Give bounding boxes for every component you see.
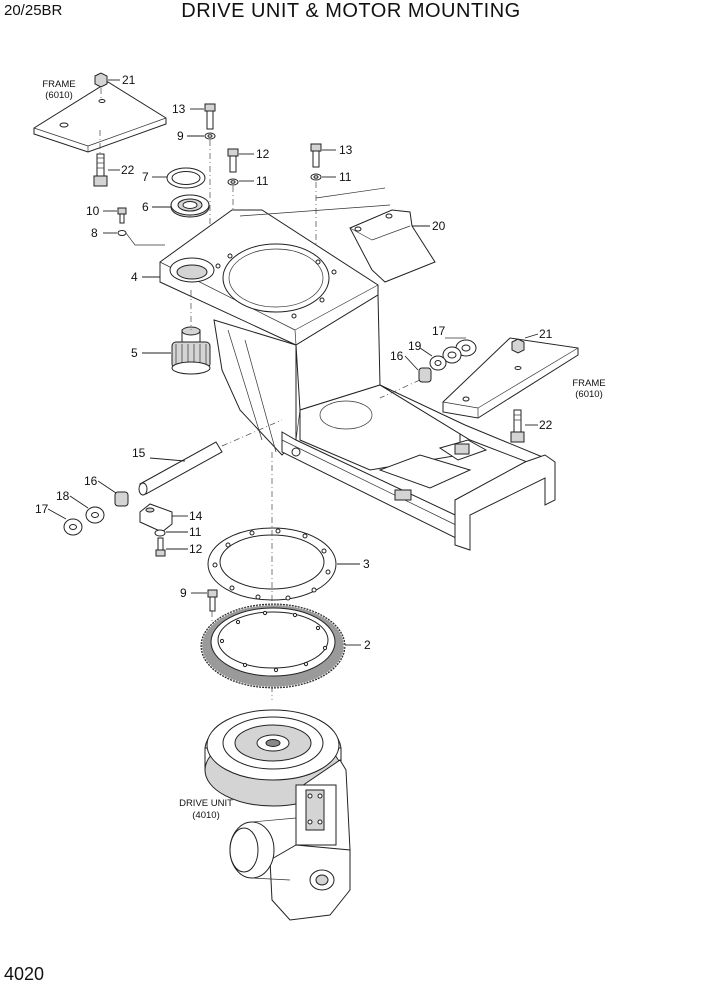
bolt-9-lower <box>191 589 218 612</box>
frame-bracket-left <box>33 81 167 153</box>
note-drive-unit: DRIVE UNIT <box>179 798 233 809</box>
washer-9-top <box>187 132 216 140</box>
washer-11-top <box>227 178 254 186</box>
washer-17-right <box>455 339 477 357</box>
nut-21-right <box>511 333 539 354</box>
bolt-22-left <box>93 153 120 187</box>
callout-3: 3 <box>363 557 370 571</box>
callout-13-top: 13 <box>172 102 186 116</box>
bolt-10 <box>103 207 127 224</box>
callout-22-left: 22 <box>121 163 135 177</box>
callout-8: 8 <box>91 226 98 240</box>
callout-22-right: 22 <box>539 418 553 432</box>
model-code: 20/25BR <box>4 2 63 19</box>
callout-13-right: 13 <box>339 143 353 157</box>
callout-21-right: 21 <box>539 327 553 341</box>
nut-21-left <box>94 72 120 88</box>
callout-9-lower: 9 <box>180 586 187 600</box>
clamp-14 <box>139 503 188 533</box>
callout-14: 14 <box>189 509 203 523</box>
drive-unit <box>204 709 351 921</box>
bushing-16-right <box>404 355 432 383</box>
bolt-13-right <box>310 143 336 168</box>
callout-16-left: 16 <box>84 474 98 488</box>
ring-gear-2 <box>199 602 361 690</box>
callout-9-top: 9 <box>177 129 184 143</box>
bolt-12-lower <box>155 537 188 557</box>
note-frame-left-ref: (6010) <box>45 90 72 101</box>
page-title: DRIVE UNIT & MOTOR MOUNTING <box>181 0 521 22</box>
frame-bracket-right <box>442 337 579 419</box>
washer-19 <box>419 347 447 371</box>
bushing-16-left <box>97 480 129 507</box>
callout-17-left: 17 <box>35 502 49 516</box>
callout-6: 6 <box>142 200 149 214</box>
bolt-22-right <box>510 409 538 443</box>
callout-12-top: 12 <box>256 147 270 161</box>
motor-gear-5 <box>142 326 211 375</box>
washer-11-right <box>310 173 336 181</box>
callout-19: 19 <box>408 339 422 353</box>
callout-11-top: 11 <box>256 174 269 188</box>
note-drive-unit-ref: (4010) <box>192 810 219 821</box>
callout-7: 7 <box>142 170 149 184</box>
callout-12-lower: 12 <box>189 542 203 556</box>
callout-11-right: 11 <box>339 170 352 184</box>
callout-17-right: 17 <box>432 324 446 338</box>
callout-21-left: 21 <box>122 73 136 87</box>
callout-18: 18 <box>56 489 70 503</box>
washer-11-lower <box>154 529 188 537</box>
washer-18-left <box>69 495 105 524</box>
note-frame-right-ref: (6010) <box>575 389 602 400</box>
callout-10: 10 <box>86 204 100 218</box>
callout-4: 4 <box>131 270 138 284</box>
page-number: 4020 <box>4 964 45 984</box>
callout-16-right: 16 <box>390 349 404 363</box>
callout-15: 15 <box>132 446 146 460</box>
washer-18-right <box>442 346 462 364</box>
snap-ring-7 <box>152 167 206 189</box>
callout-20: 20 <box>432 219 446 233</box>
note-frame-left: FRAME <box>42 79 75 90</box>
washer-8 <box>103 230 127 236</box>
shaft-15 <box>138 441 223 496</box>
bolt-13-top <box>190 103 216 130</box>
callout-11-lower: 11 <box>189 525 202 539</box>
motor-housing-4 <box>142 209 556 551</box>
bolt-12-top <box>227 148 254 173</box>
note-frame-right: FRAME <box>572 378 605 389</box>
bracket-20 <box>349 209 436 283</box>
callout-2: 2 <box>364 638 371 652</box>
washer-17-left <box>47 508 83 536</box>
bearing-6 <box>152 194 210 218</box>
callout-5: 5 <box>131 346 138 360</box>
ring-plate-3 <box>207 527 360 601</box>
